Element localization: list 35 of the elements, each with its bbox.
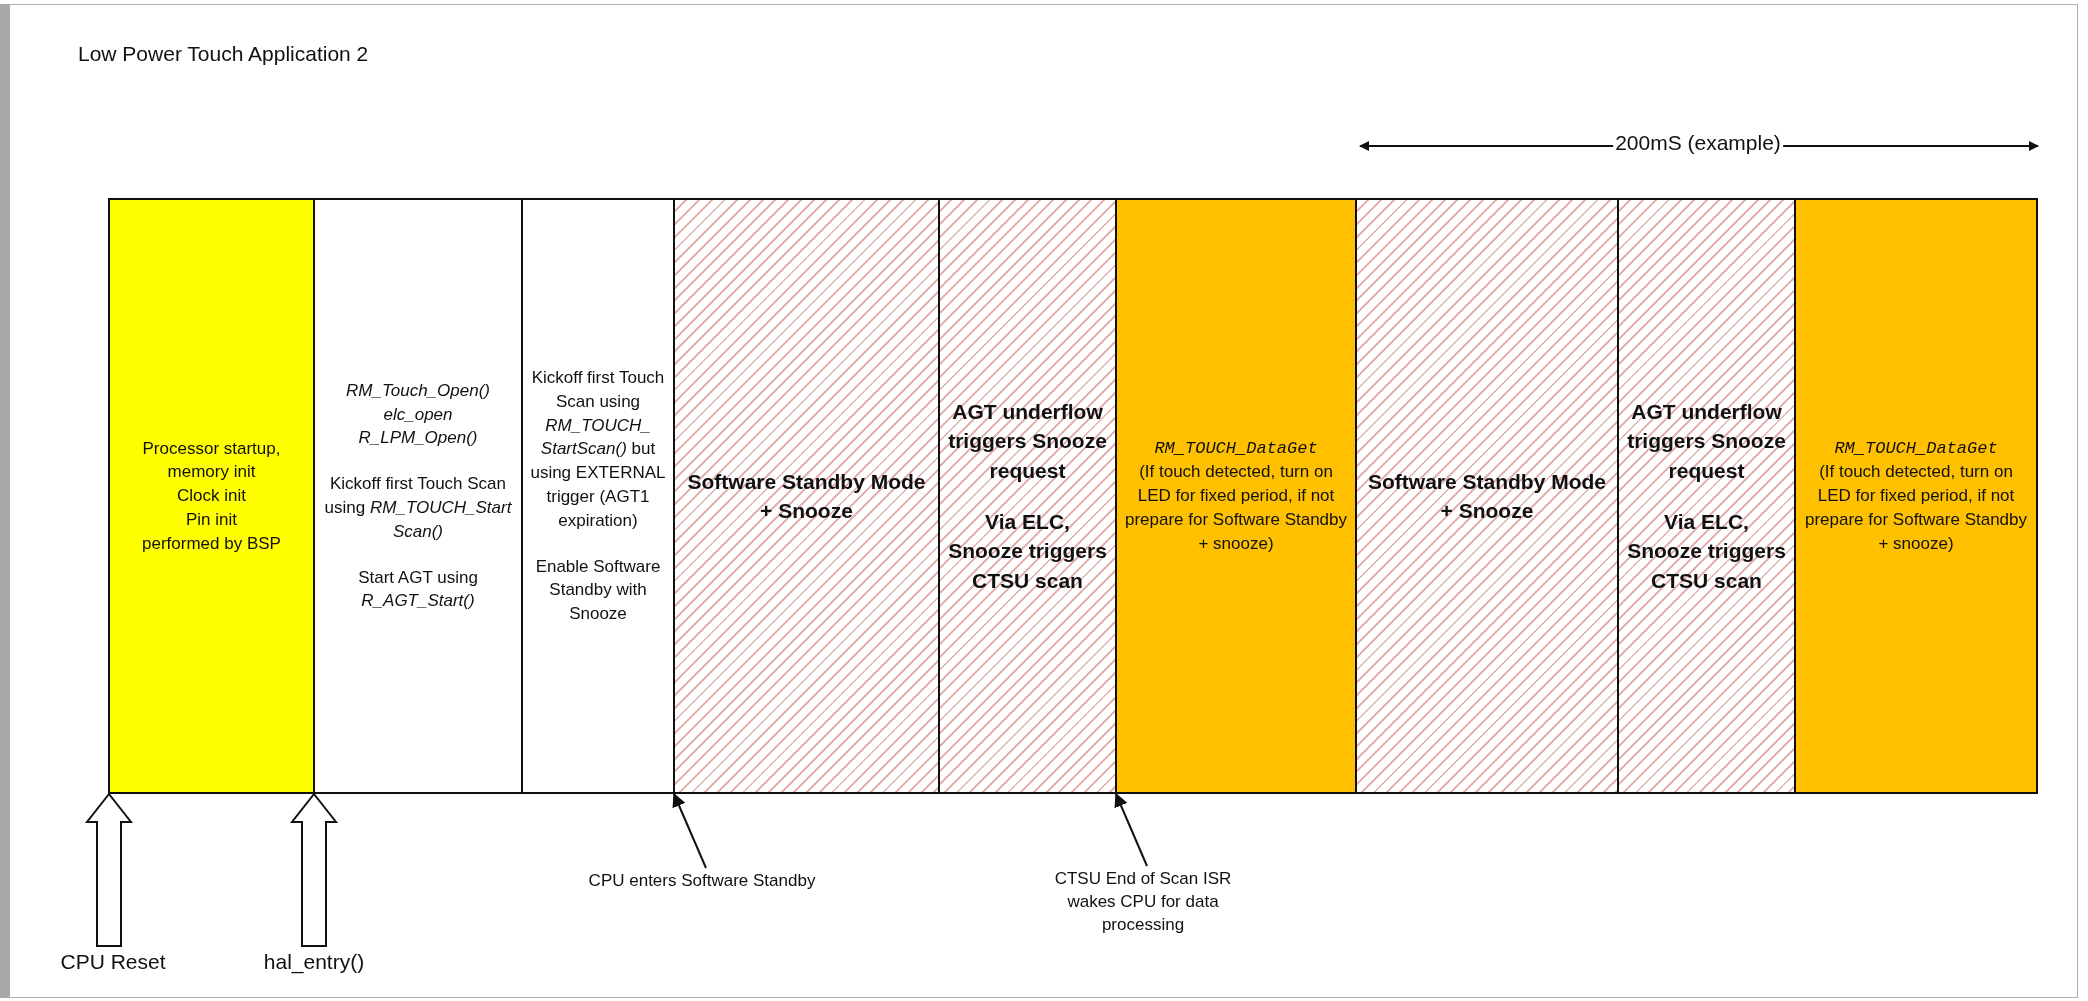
phase-box [108,198,315,794]
phase-text: Pin init [186,508,237,531]
phase-text: Via ELC, Snooze triggers CTSU scan [1626,509,1787,594]
phase-text: Kickoff first Touch Scan using RM_TOUCH_ StartScan() but using EXTERNAL trigger (AGT1 expiration) [529,367,667,532]
phase-text: R_LPM_Open() [358,427,478,450]
phase-text: (If touch detected, turn on LED for fixed period, if not prepare for Software Standby + snooze) [1803,461,2029,555]
phase-text: RM_TOUCH_DataGet [1834,437,1998,460]
phase-text: RM_TOUCH_DataGet [1154,437,1318,460]
phase-box [938,198,1117,794]
phase-box [1617,198,1796,794]
phase-text: elc_open [383,403,453,426]
phase-text: Via ELC, Snooze triggers CTSU scan [947,509,1108,594]
phase-text: AGT underflow triggers Snooze request [947,398,1108,484]
block-arrow [289,792,339,947]
phase-text: Start AGT using R_AGT_Start() [357,566,479,613]
phase-box [313,198,523,794]
phase-text: AGT underflow triggers Snooze request [1626,398,1787,484]
phase-text: performed by BSP [142,532,281,555]
phase-text: Software Standby Mode + Snooze [686,468,927,524]
phase-box [1355,198,1619,794]
leader-arrow [672,792,707,869]
phase-text: Software Standby Mode + Snooze [1367,468,1607,524]
phase-text: Enable Software Standby with Snooze [534,555,662,626]
phase-box [1115,198,1357,794]
phase-text: Processor startup, memory init [141,437,282,484]
phase-text: Kickoff first Touch Scan using RM_TOUCH_Start Scan() [323,473,513,543]
phase-text: RM_Touch_Open() [346,379,490,402]
block-arrow [84,792,134,947]
phase-box [1794,198,2038,794]
phase-text: (If touch detected, turn on LED for fixed period, if not prepare for Software Standby + snooze) [1123,461,1349,555]
diagram-title: Low Power Touch Application 2 [78,42,369,66]
phase-box [673,198,940,794]
phase-box [521,198,675,794]
phase-text: Clock init [177,485,246,508]
leader-arrow [1114,792,1148,867]
